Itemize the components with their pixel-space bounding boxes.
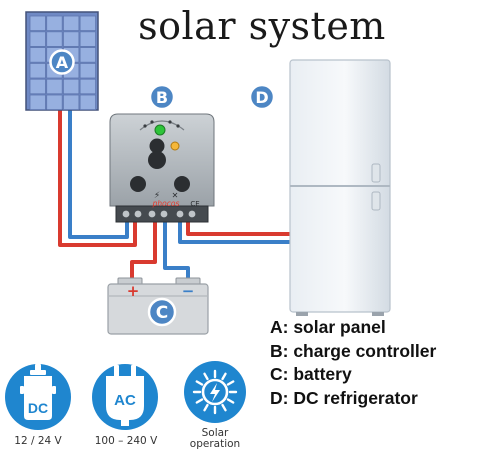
page-title: solar system (138, 4, 386, 48)
solar-cell (29, 63, 46, 79)
marker-c: C (147, 297, 177, 327)
legend-item-battery: C: battery (270, 364, 352, 384)
dc-icon-text: DC (28, 400, 48, 416)
fridge-wire-blue (178, 221, 292, 244)
solar-cell (29, 31, 46, 47)
solar-cell (29, 47, 46, 63)
sun-ray (203, 403, 209, 412)
component-legend: A: solar panel B: charge controller C: b… (270, 316, 436, 410)
solar-cell (63, 94, 80, 111)
legend-item-charge-controller: B: charge controller (270, 340, 437, 361)
ac-badge: AC (92, 364, 158, 430)
solar-badge (184, 361, 246, 423)
marker-c-label: C (156, 303, 168, 323)
ac-icon-text: AC (114, 392, 136, 409)
dc-badge: DC (5, 364, 71, 430)
charge-controller: ⚡ ✕ (109, 113, 215, 223)
legend-item-dc-refrigerator: D: DC refrigerator (270, 387, 418, 408)
wires (58, 110, 292, 282)
fridge-wire-red (186, 221, 292, 236)
svg-text:⚡: ⚡ (154, 191, 160, 201)
solar-cell (29, 94, 46, 111)
battery-wire-blue (163, 221, 190, 282)
ac-voltage-caption: 100 – 240 V (94, 435, 158, 447)
solar-cell (63, 15, 80, 32)
solar-cell (29, 15, 46, 32)
marker-a-label: A (56, 53, 69, 72)
solar-cell (46, 78, 63, 95)
marker-d: D (248, 83, 276, 111)
sun-ray (226, 398, 235, 404)
sun-ray (221, 372, 227, 381)
sun-icon (192, 369, 238, 415)
dc-refrigerator (289, 59, 391, 316)
sun-ray (195, 380, 204, 386)
solar-cell (79, 94, 96, 111)
controller-brand: phocos (152, 199, 180, 208)
panel-wire-blue (68, 110, 129, 239)
sun-ray (221, 403, 227, 412)
solar-caption-line2: operation (189, 438, 241, 450)
marker-b: B (148, 83, 176, 111)
marker-a: A (49, 49, 75, 75)
battery-minus-sign: − (182, 282, 195, 300)
ac-plug-icon (106, 365, 144, 426)
solar-cell (46, 15, 63, 32)
legend-item-solar-panel: A: solar panel (270, 317, 386, 337)
controller-ce-mark: CE (190, 200, 199, 208)
solar-cell (63, 78, 80, 95)
sun-ray (226, 380, 235, 386)
sun-ray (203, 372, 209, 381)
solar-cell (79, 31, 96, 47)
solar-cell (46, 94, 63, 111)
solar-caption-line1: Solar (201, 427, 229, 439)
solar-cell (79, 15, 96, 32)
dc-voltage-caption: 12 / 24 V (14, 435, 62, 447)
battery-plus-sign: + (127, 282, 140, 300)
svg-text:✕: ✕ (172, 191, 179, 200)
solar-cell (63, 31, 80, 47)
sun-ray (195, 398, 204, 404)
solar-operation-caption: Solar operation (182, 428, 248, 450)
solar-cell (79, 63, 96, 79)
panel-wire-red (58, 110, 137, 247)
solar-cell (29, 78, 46, 95)
marker-d-label: D (255, 88, 268, 107)
marker-b-label: B (156, 88, 168, 107)
solar-cell (46, 31, 63, 47)
battery-wire-red (130, 221, 157, 282)
solar-cell (79, 78, 96, 95)
car-plug-icon (20, 364, 56, 420)
solar-cell (79, 47, 96, 63)
